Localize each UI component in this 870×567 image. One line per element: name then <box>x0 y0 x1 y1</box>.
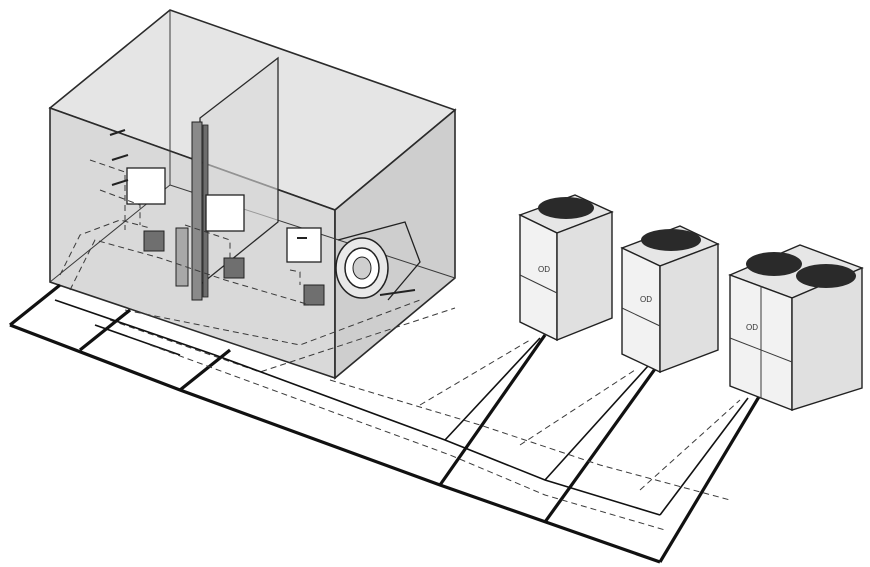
pipe-to-unit-2 <box>543 361 662 523</box>
unit-3-label: OD <box>746 323 758 332</box>
wall-mark-1 <box>109 129 126 136</box>
blower-fan <box>335 221 421 301</box>
wall-mark-2 <box>111 154 129 161</box>
indoor-panel-1 <box>126 167 166 205</box>
room-box <box>48 9 457 380</box>
pipe-left-stub <box>9 283 61 327</box>
pipe-to-unit-1 <box>438 334 547 486</box>
unit-1-label: OD <box>538 265 550 274</box>
pipe-inner-unit-3 <box>659 397 749 516</box>
dashed-run-unit-2 <box>519 369 636 446</box>
dashed-run-back <box>329 379 731 501</box>
unit-1-fan-icon <box>538 197 594 219</box>
unit-3-fan-icon-b <box>796 264 856 288</box>
wall-mark-3 <box>111 179 129 186</box>
controller-box-3 <box>303 284 325 306</box>
outdoor-unit-2: OD <box>620 225 720 374</box>
indoor-panel-2 <box>205 194 245 232</box>
interior-run-5 <box>184 224 231 260</box>
unit-2-label: OD <box>640 295 652 304</box>
unit-2-fan-icon <box>641 229 701 251</box>
interior-run-1 <box>59 219 151 276</box>
dashed-run-front <box>149 344 666 531</box>
interior-run-2 <box>69 239 311 306</box>
unit-3-fan-icon-a <box>746 252 802 276</box>
outdoor-unit-1: OD <box>518 194 614 342</box>
ground-piping <box>9 283 762 564</box>
pipe-main-trunk <box>9 323 661 564</box>
interior-run-8 <box>124 299 421 346</box>
floor-tank <box>175 227 189 287</box>
pipe-to-unit-3 <box>658 394 762 563</box>
pipe-inner-stub <box>94 324 181 356</box>
interior-run-3 <box>99 189 141 225</box>
pipe-branch-b <box>179 348 231 392</box>
dashed-run-unit-3 <box>639 399 741 491</box>
interior-run-6 <box>289 269 301 285</box>
pipe-inner-unit-2 <box>544 365 649 481</box>
controller-box-2 <box>223 257 245 279</box>
interior-run-4 <box>89 159 126 230</box>
dashed-run-unit-1 <box>419 339 531 406</box>
controller-box-1 <box>143 230 165 252</box>
pipe-inner-unit-1 <box>444 337 541 441</box>
pipe-branch-a <box>79 308 131 352</box>
interior-run-7 <box>109 307 456 373</box>
riser-pipe <box>191 121 203 301</box>
outdoor-unit-3: OD <box>728 244 864 412</box>
indoor-panel-3 <box>286 227 322 263</box>
